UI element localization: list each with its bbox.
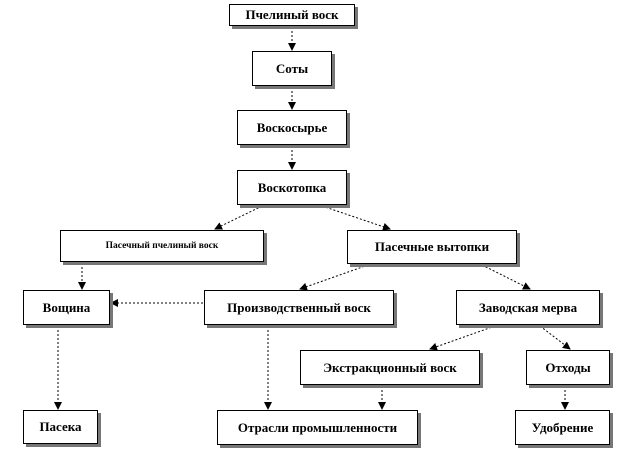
node-apiary-residues: Пасечные вытопки (347, 230, 517, 264)
node-industrial-wax: Производственный воск (204, 290, 394, 325)
arrow-factory-merva-to-waste (539, 325, 571, 350)
arrow-factory-merva-to-extraction-wax (429, 325, 496, 351)
node-honeycombs: Соты (252, 51, 332, 86)
node-extraction-wax: Экстракционный воск (300, 350, 480, 385)
arrow-wax-melting-to-apiary-wax (214, 205, 263, 230)
node-apiary: Пасека (23, 410, 98, 444)
arrow-apiary-residues-to-industrial-wax (299, 264, 369, 291)
node-industries: Отрасли промышленности (217, 410, 418, 445)
arrow-wax-melting-to-apiary-residues (321, 205, 391, 231)
arrow-apiary-residues-to-factory-merva (481, 264, 531, 290)
node-waste: Отходы (526, 350, 610, 385)
node-fertilizer: Удобрение (515, 410, 610, 445)
node-apiary-wax: Пасечный пчелиный воск (60, 230, 264, 262)
node-factory-merva: Заводская мерва (456, 290, 600, 325)
node-foundation: Вощина (23, 290, 110, 325)
node-wax-melting: Воскотопка (237, 170, 347, 205)
node-natural-wax: Пчелиный воск (229, 4, 355, 26)
node-wax-raw: Воскосырье (237, 110, 347, 145)
